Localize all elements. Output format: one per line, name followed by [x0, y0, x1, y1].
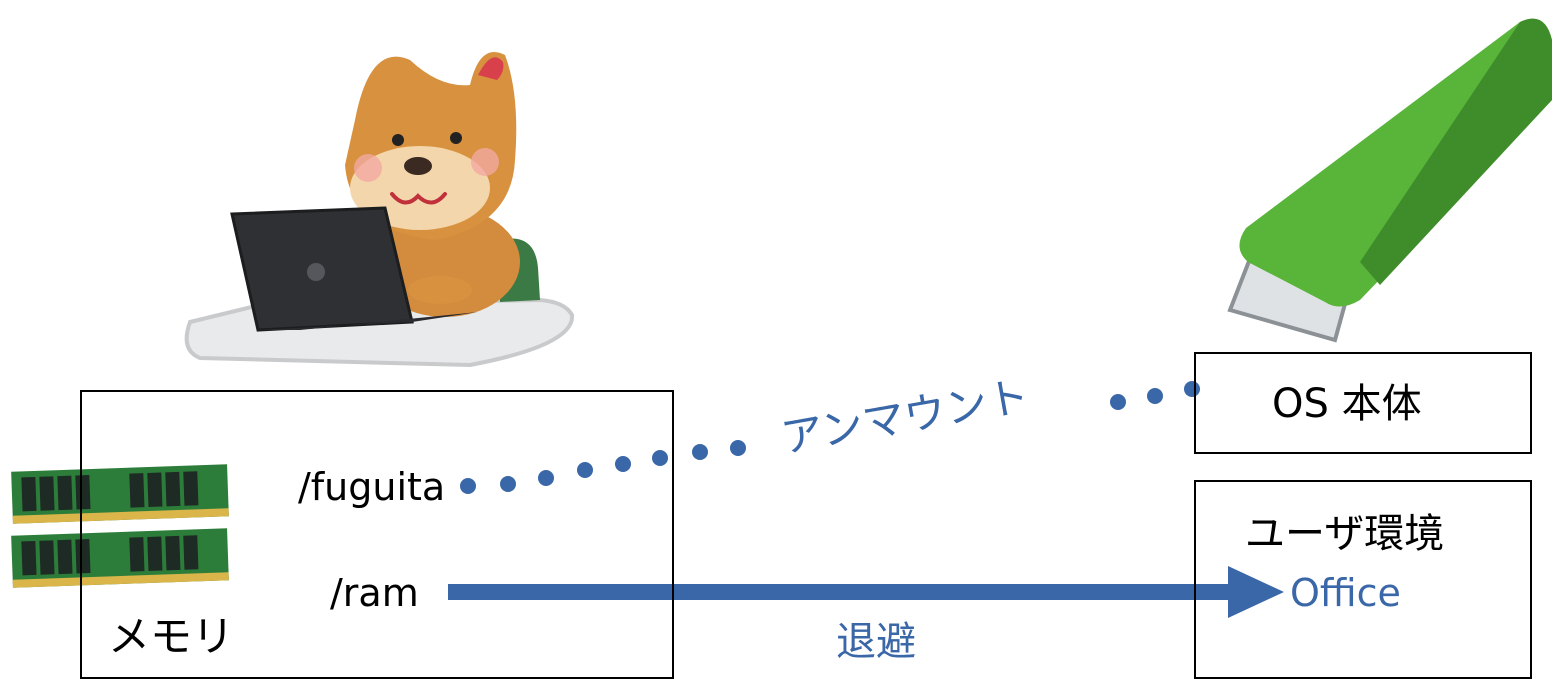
evacuate-arrow	[448, 566, 1284, 618]
unmount-dotted-line	[460, 381, 1200, 494]
user-env-box	[1194, 480, 1532, 679]
usb-stick-icon	[1227, 18, 1552, 343]
os-label: OS 本体	[1272, 381, 1422, 427]
memory-label: メモリ	[108, 612, 235, 661]
office-label: Office	[1290, 571, 1401, 615]
ram-module-icon	[11, 464, 229, 588]
evacuate-label: 退避	[836, 619, 916, 665]
shiba-dog-with-laptop-illustration	[184, 51, 575, 368]
user-env-label: ユーザ環境	[1245, 511, 1445, 557]
mount-fuguita-label: /fuguita	[298, 465, 446, 509]
os-box	[1194, 352, 1532, 454]
mount-ram-label: /ram	[330, 571, 419, 615]
memory-box	[80, 390, 674, 679]
